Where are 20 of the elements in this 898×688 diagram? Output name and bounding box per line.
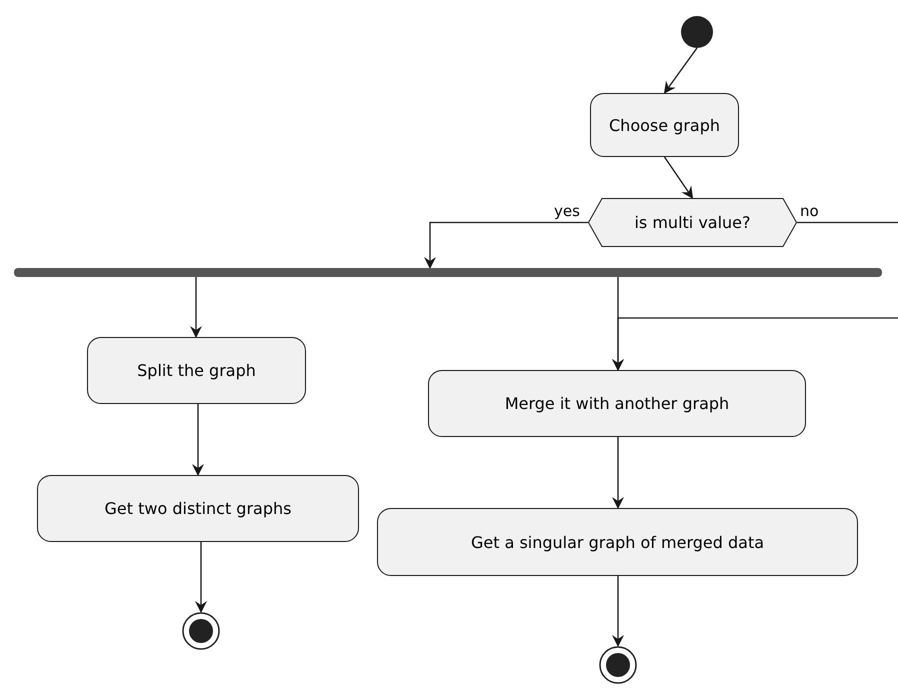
decision-text: is multi value? — [634, 213, 751, 232]
arrow — [612, 317, 898, 371]
activity-box: Choose graph — [590, 93, 739, 157]
arrow — [424, 222, 588, 269]
arrow — [192, 404, 204, 476]
activity-box: Merge it with another graph — [428, 370, 806, 437]
arrow — [664, 48, 698, 94]
end-node-circle — [182, 612, 220, 650]
arrow — [612, 437, 624, 509]
arrow — [612, 576, 624, 647]
activity-box: Split the graph — [87, 337, 306, 404]
start-node-circle — [681, 16, 713, 48]
fork-bar — [14, 268, 882, 277]
end-node-circle — [599, 646, 637, 684]
activity-box: Get two distinct graphs — [37, 475, 359, 542]
activity-box: Get a singular graph of merged data — [377, 508, 858, 576]
arrow — [190, 277, 202, 338]
arrow — [664, 156, 694, 199]
decision-diamond — [588, 198, 797, 247]
arrow — [195, 542, 207, 613]
